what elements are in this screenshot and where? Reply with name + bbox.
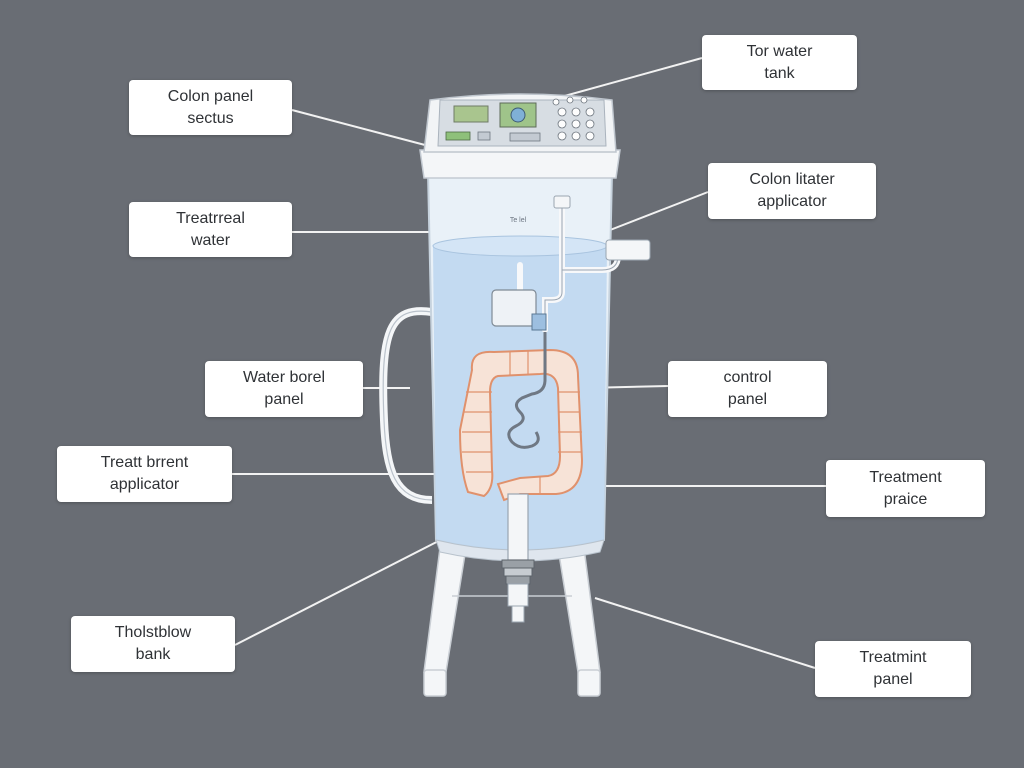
label-treatmint-panel: Treatmint panel	[815, 641, 971, 697]
label-line: Treatrreal	[176, 209, 245, 227]
label-line: Tholstblow	[114, 624, 192, 641]
label-line: tank	[764, 64, 795, 82]
console-dial	[510, 107, 526, 123]
label-colon-panel-sectus: Colon panel sectus	[129, 80, 292, 135]
label-tholstblow-bank: Tholstblow bank	[71, 616, 235, 672]
label-line: applicator	[757, 193, 827, 210]
leader-colon-litater-applicator	[604, 191, 709, 233]
label-line: Treatt brrent	[100, 454, 189, 471]
label-treatbrrent-applicator: Treatt brrent applicator	[57, 446, 232, 502]
label-line: water	[190, 231, 231, 249]
keypad	[552, 96, 595, 141]
label-line: sectus	[187, 109, 234, 127]
label-control-panel: control panel	[668, 361, 827, 417]
side-hose	[379, 307, 433, 504]
label-line: panel	[727, 391, 768, 408]
inner-coil	[507, 332, 547, 449]
drain-outlet	[501, 493, 535, 623]
label-line: Treatment	[869, 468, 942, 486]
leader-tor-water-tank	[549, 57, 703, 101]
label-line: control	[723, 369, 772, 386]
label-line: applicator	[109, 476, 180, 493]
label-line: Water borel	[242, 369, 326, 386]
label-line: panel	[264, 391, 304, 408]
leader-lines	[232, 57, 826, 669]
label-treatrreal-water: Treatrreal water	[129, 202, 292, 257]
leader-colon-panel-sectus	[291, 109, 426, 146]
label-line: bank	[135, 646, 171, 663]
label-tor-water-tank: Tor water tank	[702, 35, 857, 90]
pipe-top-cap	[553, 195, 571, 209]
valve-box	[491, 289, 537, 327]
label-line: praice	[883, 490, 928, 508]
leader-tholstblow-bank	[234, 529, 461, 646]
colon-segments	[462, 350, 582, 494]
label-water-borel-panel: Water borel panel	[205, 361, 363, 417]
colon-model	[458, 348, 584, 502]
label-colon-litater-applicator: Colon litater applicator	[708, 163, 876, 219]
control-console	[419, 93, 621, 179]
label-line: Colon panel	[167, 87, 254, 105]
label-line: panel	[873, 671, 913, 688]
label-line: Treatmint	[859, 649, 927, 666]
label-line: Colon litater	[749, 171, 835, 188]
leader-treatmint-panel	[594, 597, 816, 669]
side-connector	[605, 239, 651, 261]
label-line: Tor water	[746, 42, 813, 60]
label-treatment-praice: Treatment praice	[826, 460, 985, 517]
tank-small-label: Te lel	[510, 217, 527, 224]
console-display-left	[453, 105, 489, 123]
